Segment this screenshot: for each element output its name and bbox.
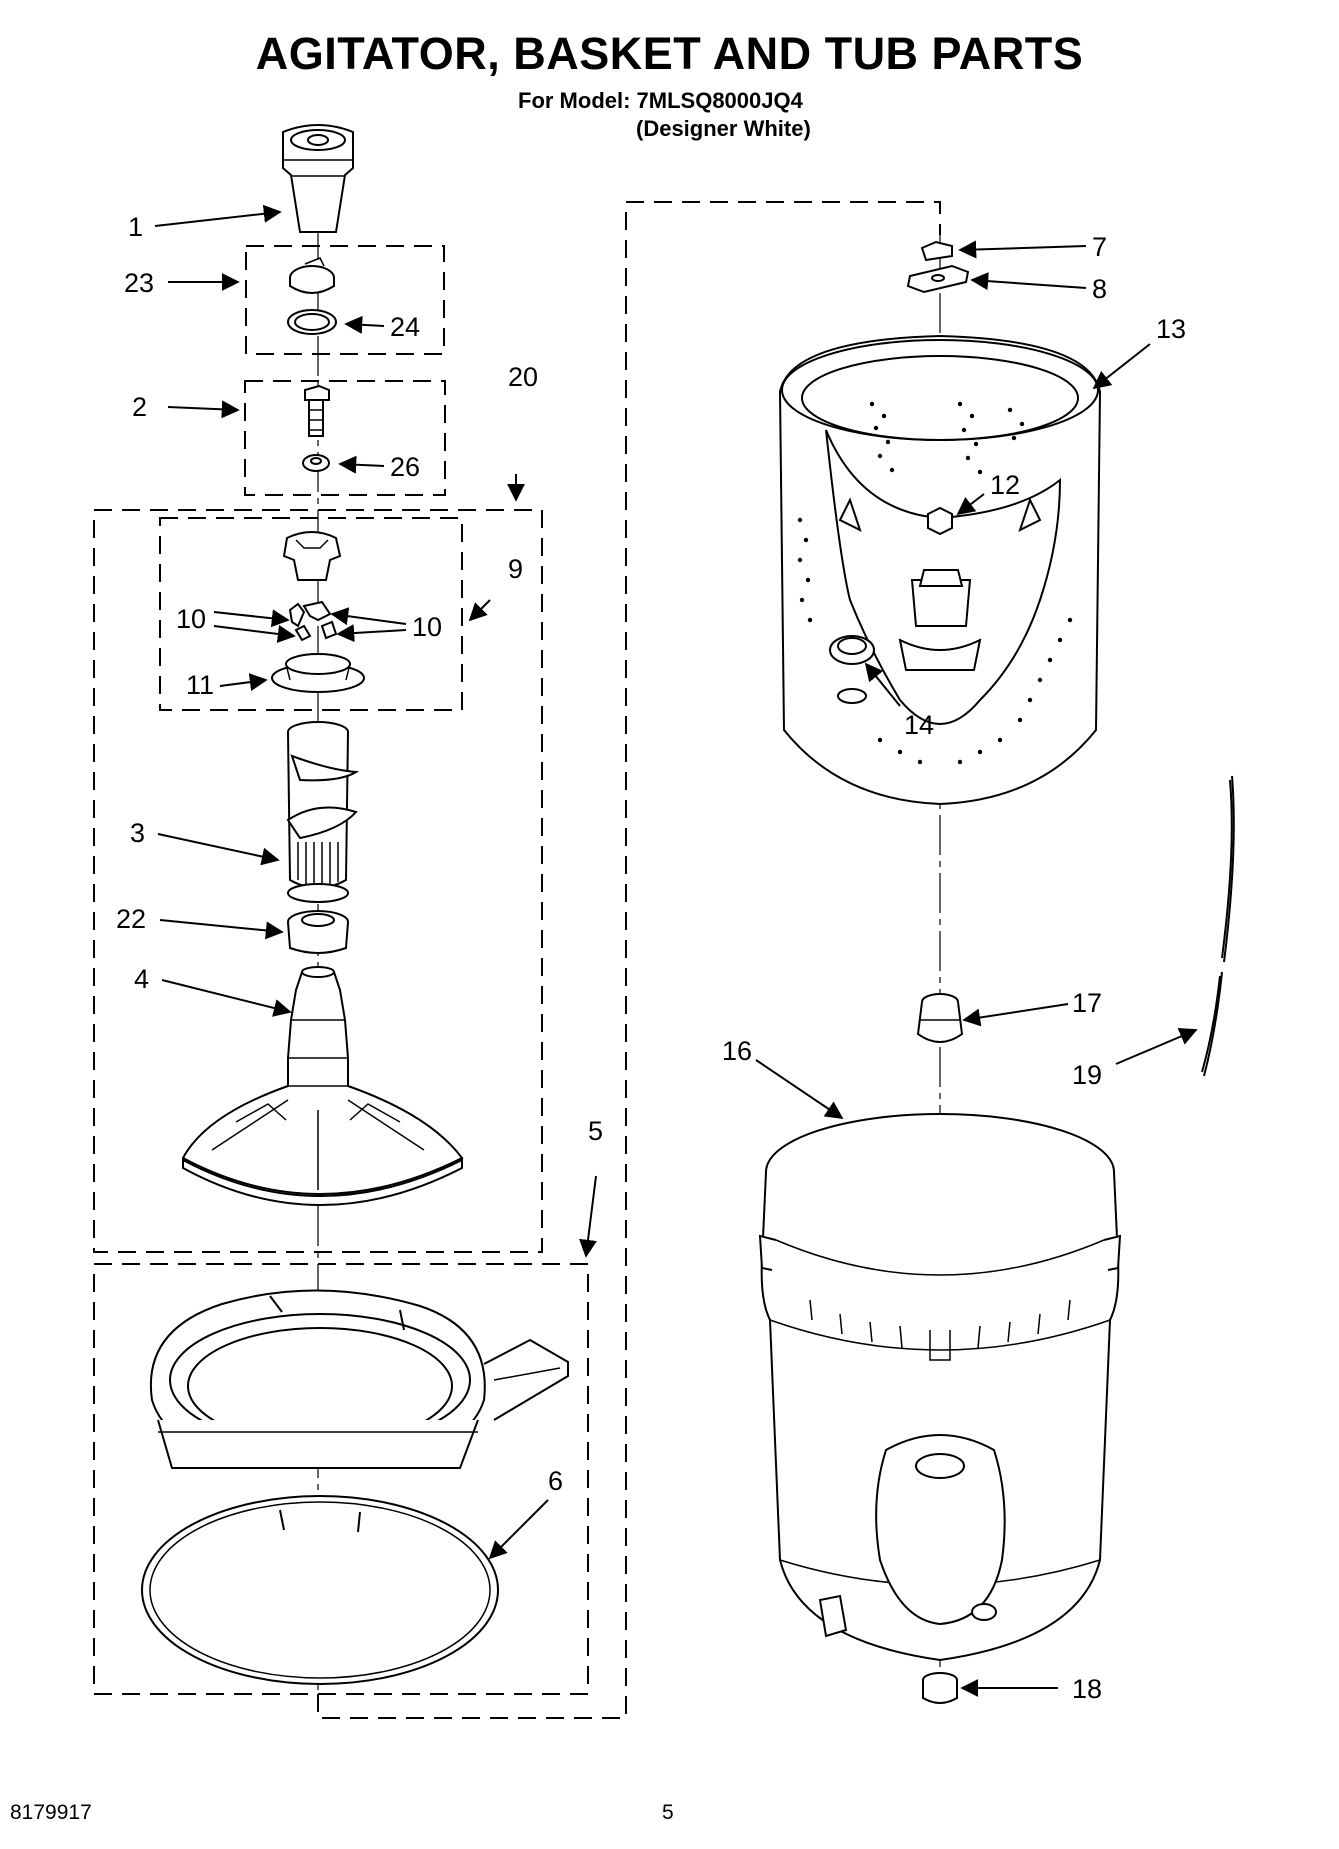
part-9-dog-assembly (282, 531, 342, 581)
callout-8: 8 (1092, 274, 1107, 304)
part-6-seal-ring (141, 1495, 499, 1685)
part-16-outer-tub (758, 1113, 1122, 1662)
callout-3: 3 (130, 818, 145, 848)
callout-14: 14 (904, 710, 934, 740)
part-4-agitator-base (181, 966, 464, 1206)
callout-16: 16 (722, 1036, 752, 1066)
part-17-hub (916, 993, 964, 1043)
part-2-bolt (304, 384, 330, 437)
part-5-basket-ring (149, 1289, 569, 1469)
part-23-cap (289, 257, 335, 294)
callout-5: 5 (588, 1116, 603, 1146)
part-10-dogs (288, 600, 338, 642)
part-22-bearing (287, 910, 349, 954)
callout-13: 13 (1156, 314, 1186, 344)
part-8-plate (906, 264, 970, 294)
callout-22: 22 (116, 904, 146, 934)
callout-10-left: 10 (176, 604, 206, 634)
page-number: 5 (662, 1801, 674, 1824)
document-number: 8179917 (10, 1801, 92, 1824)
callout-10-right: 10 (412, 612, 442, 642)
callout-26: 26 (390, 452, 420, 482)
variant-line: (Designer White) (636, 116, 811, 141)
callout-4: 4 (134, 964, 149, 994)
part-11-cam (271, 653, 365, 693)
callout-7: 7 (1092, 232, 1107, 262)
model-line: For Model: 7MLSQ8000JQ4 (518, 88, 803, 113)
page-title: AGITATOR, BASKET AND TUB PARTS (255, 28, 1084, 79)
callout-11: 11 (186, 670, 214, 700)
group-box-9 (159, 517, 463, 711)
callout-20: 20 (508, 362, 538, 392)
part-3-auger (286, 721, 360, 903)
leader-lines (154, 204, 1198, 1697)
callout-24: 24 (390, 312, 420, 342)
part-12-nut (927, 506, 953, 536)
group-box-2 (244, 380, 446, 496)
group-box-5 (93, 1263, 589, 1695)
group-box-23 (245, 245, 445, 355)
callout-23: 23 (124, 268, 154, 298)
part-26-washer (302, 454, 330, 472)
callout-12: 12 (990, 470, 1020, 500)
part-1-dispenser (282, 124, 354, 233)
callout-1: 1 (128, 212, 143, 242)
connector-line (317, 201, 941, 1719)
part-19-hose (1201, 775, 1235, 1077)
part-7-clip (920, 240, 953, 262)
callout-2: 2 (132, 392, 147, 422)
part-18-foot (922, 1672, 958, 1704)
part-24-ring (287, 309, 337, 335)
callout-18: 18 (1072, 1674, 1102, 1704)
callout-17: 17 (1072, 988, 1102, 1018)
callout-9: 9 (508, 554, 523, 584)
part-13-spin-basket (778, 334, 1102, 806)
callout-6: 6 (548, 1466, 563, 1496)
callout-19: 19 (1072, 1060, 1102, 1090)
